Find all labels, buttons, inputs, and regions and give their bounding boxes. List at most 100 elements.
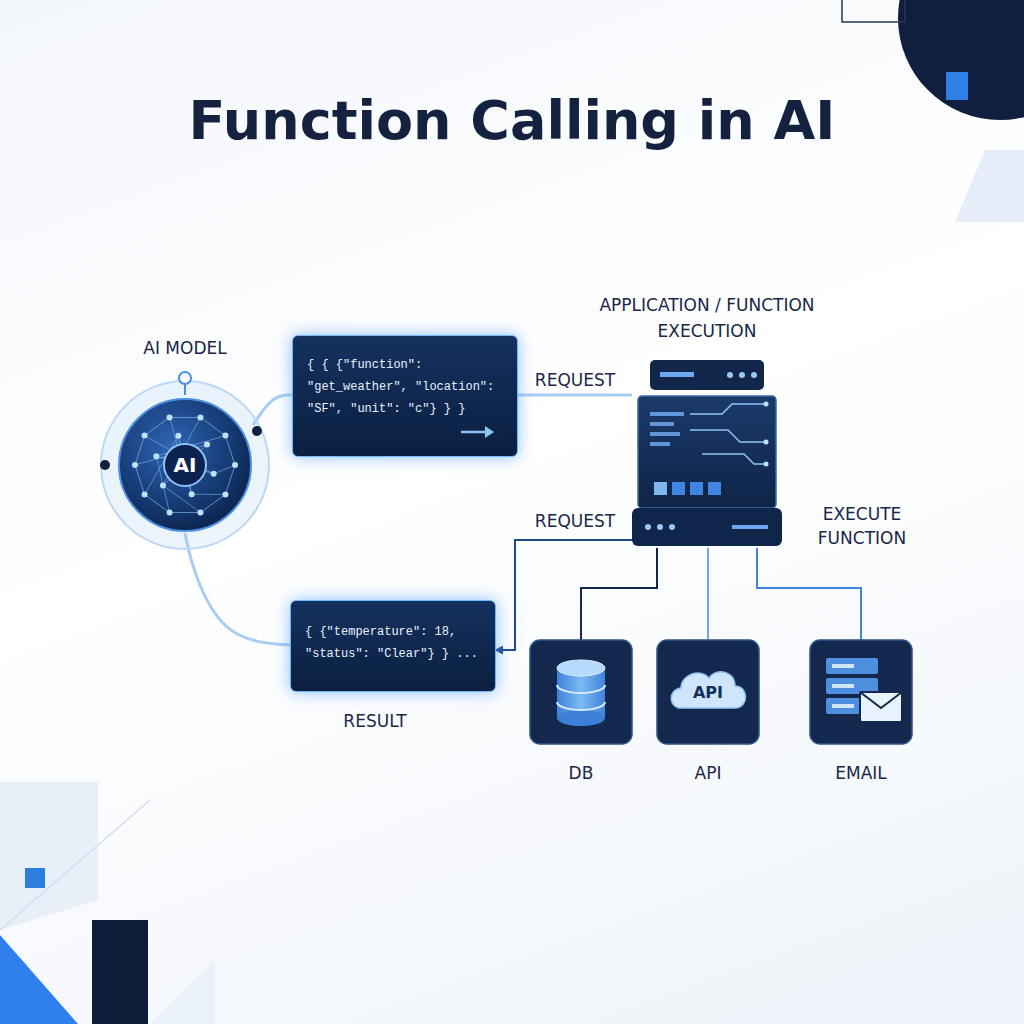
circuit-dot bbox=[764, 462, 769, 467]
icon-tile bbox=[530, 640, 632, 744]
network-dot bbox=[153, 453, 159, 459]
envelope bbox=[860, 692, 902, 722]
model-circle: AI MODELAI bbox=[117, 397, 253, 533]
circuit-dot bbox=[764, 440, 769, 445]
network-dot bbox=[175, 433, 181, 439]
node-outline bbox=[632, 358, 782, 548]
code-line bbox=[650, 422, 674, 426]
pin-line bbox=[184, 384, 186, 395]
server-led bbox=[645, 524, 651, 530]
network-dot bbox=[132, 462, 138, 468]
network-dot bbox=[160, 482, 166, 488]
node-outline bbox=[293, 336, 519, 458]
connector-line bbox=[581, 548, 657, 640]
network-line bbox=[200, 417, 225, 435]
network-dot bbox=[142, 433, 148, 439]
icon-label: API bbox=[637, 760, 779, 786]
result-json-box: { {"temperature": 18, "status": "Clear"}… bbox=[290, 600, 496, 692]
stack-slot bbox=[832, 704, 854, 708]
status-square bbox=[654, 482, 667, 495]
model-label: AI bbox=[117, 449, 253, 481]
network-line bbox=[214, 465, 235, 474]
stack-slot bbox=[832, 664, 854, 668]
code-line bbox=[650, 432, 680, 436]
corner-square bbox=[25, 868, 45, 888]
network-line bbox=[192, 494, 226, 495]
network-line bbox=[135, 436, 145, 465]
connector-line bbox=[253, 395, 292, 425]
network-dot bbox=[204, 442, 210, 448]
corner-triangle bbox=[900, 900, 1024, 1024]
status-square bbox=[708, 482, 721, 495]
node-heading: APPLICATION / FUNCTION EXECUTION bbox=[587, 292, 827, 344]
circuit-line bbox=[690, 404, 766, 464]
server-led bbox=[739, 372, 745, 378]
pin-dot bbox=[179, 372, 191, 384]
connector-line bbox=[757, 548, 861, 640]
network-line bbox=[225, 465, 235, 494]
step-label: EXECUTE FUNCTION bbox=[797, 502, 927, 550]
server-slot bbox=[732, 525, 768, 529]
circuit-dot bbox=[764, 402, 769, 407]
corner-line bbox=[904, 0, 906, 22]
network-line bbox=[170, 512, 201, 513]
model-ring bbox=[101, 381, 269, 549]
network-dot bbox=[197, 510, 203, 516]
node-heading: AI MODEL bbox=[67, 335, 303, 361]
stack-unit bbox=[826, 658, 878, 674]
connector-line bbox=[185, 533, 290, 645]
network-line bbox=[145, 417, 170, 435]
corner-bar bbox=[92, 920, 148, 1024]
node-outline bbox=[530, 640, 632, 744]
corner-circle bbox=[898, 0, 1024, 120]
status-square bbox=[690, 482, 703, 495]
network-dot bbox=[222, 491, 228, 497]
server-slot bbox=[660, 372, 694, 377]
ring-dot bbox=[100, 460, 110, 470]
cylinder-top bbox=[557, 660, 605, 676]
network-dot bbox=[167, 510, 173, 516]
envelope-flap bbox=[860, 692, 902, 708]
ring-dot bbox=[252, 426, 262, 436]
corner-triangle bbox=[0, 935, 78, 1024]
connector-line bbox=[707, 548, 709, 640]
server-led bbox=[669, 524, 675, 530]
code-line bbox=[650, 412, 684, 416]
code-line bbox=[650, 442, 670, 446]
api-icon: APIAPI bbox=[657, 640, 759, 744]
cylinder-base bbox=[557, 710, 605, 726]
corner-square bbox=[946, 72, 968, 100]
cloud-label: API bbox=[657, 682, 759, 704]
node-outline bbox=[810, 640, 912, 744]
network-line bbox=[200, 494, 225, 512]
icon-tile bbox=[810, 640, 912, 744]
connector-line bbox=[496, 540, 632, 650]
icon-label: DB bbox=[510, 760, 652, 786]
network-dot bbox=[197, 414, 203, 420]
server-body bbox=[638, 396, 776, 508]
network-dot bbox=[232, 462, 238, 468]
email-icon: EMAIL bbox=[810, 640, 912, 744]
network-line bbox=[225, 436, 235, 465]
corner-shape bbox=[0, 782, 98, 930]
json-text: { { {"function": "get_weather", "locatio… bbox=[307, 354, 505, 420]
arrow-tip bbox=[485, 426, 494, 438]
network-dot bbox=[167, 414, 173, 420]
server-base bbox=[632, 508, 782, 546]
cylinder-band bbox=[557, 685, 605, 710]
flow-label: RESULT bbox=[305, 709, 445, 733]
network-dot bbox=[142, 491, 148, 497]
server-led bbox=[751, 372, 757, 378]
edge-label: REQUEST bbox=[505, 368, 645, 392]
network-dot bbox=[222, 433, 228, 439]
network-dot bbox=[211, 471, 217, 477]
flow-label: REQUEST bbox=[505, 509, 645, 533]
status-square bbox=[672, 482, 685, 495]
corner-shape bbox=[955, 150, 1024, 222]
network-line bbox=[135, 465, 145, 494]
network-line bbox=[170, 417, 201, 418]
icon-tile bbox=[657, 640, 759, 744]
network-dot bbox=[189, 491, 195, 497]
corner-triangle bbox=[150, 960, 215, 1024]
